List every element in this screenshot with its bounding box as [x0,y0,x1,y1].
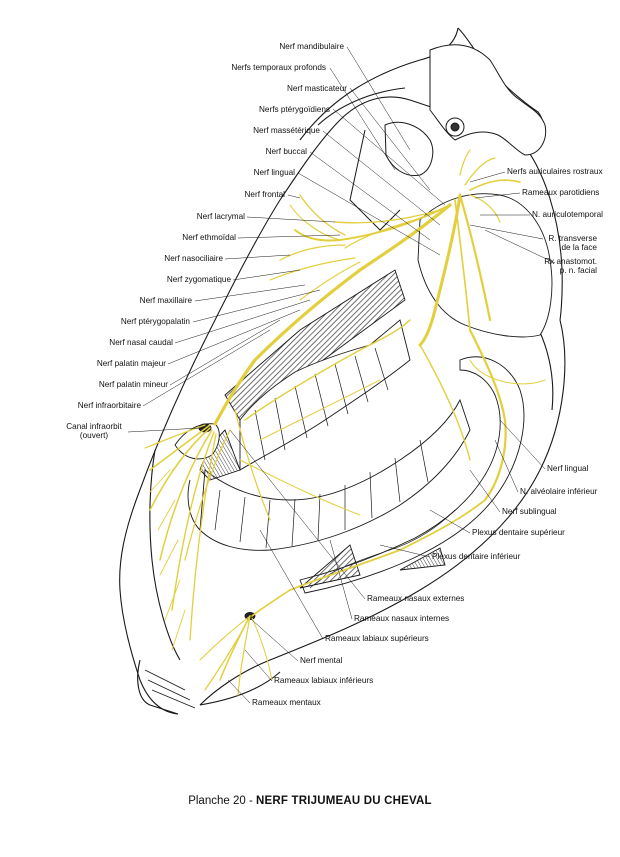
label-nerf-palatin-majeur: Nerf palatin majeur [96,359,166,368]
label-rameaux-labiaux-superieurs: Rameaux labiaux supérieurs [325,634,429,643]
label-nerf-lacrymal: Nerf lacrymal [196,212,245,221]
label-nerf-maxillaire: Nerf maxillaire [139,296,192,305]
label-n-alveolaire-inferieur: N. alvéolaire inférieur [520,487,598,496]
label-nerf-buccal: Nerf buccal [265,147,307,156]
label-nerf-pterygopalatin: Nerf ptérygopalatin [120,317,190,326]
label-nerf-ethmoidal: Nerf ethmoïdal [182,233,236,242]
label-rx-anastomot-line2: p. n. facial [559,266,597,275]
label-r-transverse-line1: R. transverse [548,234,597,243]
lower-teeth [187,398,471,551]
label-nerf-nasal-caudal: Nerf nasal caudal [109,338,173,347]
label-rameaux-nasaux-externes: Rameaux nasaux externes [367,594,465,603]
label-n-auriculotemporal: N. auriculotemporal [532,210,603,219]
label-nerf-palatin-mineur: Nerf palatin mineur [98,380,168,389]
label-nerf-lingual-top: Nerf lingual [253,168,295,177]
upper-teeth [224,269,411,471]
label-rx-anastomot-line1: Rx anastomot. [544,257,597,266]
mandibular-canal [299,356,525,594]
label-canal-infraorbit-line2: (ouvert) [79,431,109,440]
label-nerfs-pterygoidiens: Nerfs ptérygoïdiens [259,105,330,114]
plate-caption: Planche 20 - NERF TRIJUMEAU DU CHEVAL [0,795,620,807]
label-nerf-masseterique: Nerf massétérique [253,126,320,135]
label-nerf-sublingual: Nerf sublingual [502,507,557,516]
caption-title: NERF TRIJUMEAU DU CHEVAL [255,795,432,807]
label-nerf-zygomatique: Nerf zygomatique [166,275,231,284]
label-nerfs-temporaux-profonds: Nerfs temporaux profonds [231,63,326,72]
label-r-transverse-line2: de la face [561,243,597,252]
label-nerf-frontal: Nerf frontal [244,190,286,199]
label-rameaux-labiaux-inferieurs: Rameaux labiaux inférieurs [274,676,374,685]
label-canal-infraorbit-line1: Canal infraorbit [66,422,122,431]
label-nerf-mental: Nerf mental [300,656,343,665]
label-r-transverse: R. transverse de la face [548,234,597,252]
condyle-region [349,44,547,231]
label-nerf-lingual-bottom: Nerf lingual [547,464,589,473]
label-canal-infraorbit: Canal infraorbit (ouvert) [61,422,127,440]
leader-lines [127,46,556,704]
label-nerfs-auriculaires-rostraux: Nerfs auriculaires rostraux [507,167,603,176]
label-rameaux-nasaux-internes: Rameaux nasaux internes [354,614,450,623]
masseter-region [417,193,553,338]
label-plexus-dentaire-superieur: Plexus dentaire supérieur [472,528,565,537]
label-plexus-dentaire-inferieur: Plexus dentaire inférieur [432,552,521,561]
label-nerf-mandibulaire: Nerf mandibulaire [279,42,344,51]
label-nerf-nasociliaire: Nerf nasociliaire [164,254,223,263]
label-rameaux-mentaux: Rameaux mentaux [252,698,321,707]
label-rameaux-parotidiens: Rameaux parotidiens [522,188,600,197]
label-nerf-infraorbitaire: Nerf infraorbitaire [77,401,141,410]
caption-prefix: Planche 20 - [188,795,256,807]
label-nerf-masticateur: Nerf masticateur [286,84,347,93]
label-rx-anastomot: Rx anastomot. p. n. facial [544,257,597,275]
